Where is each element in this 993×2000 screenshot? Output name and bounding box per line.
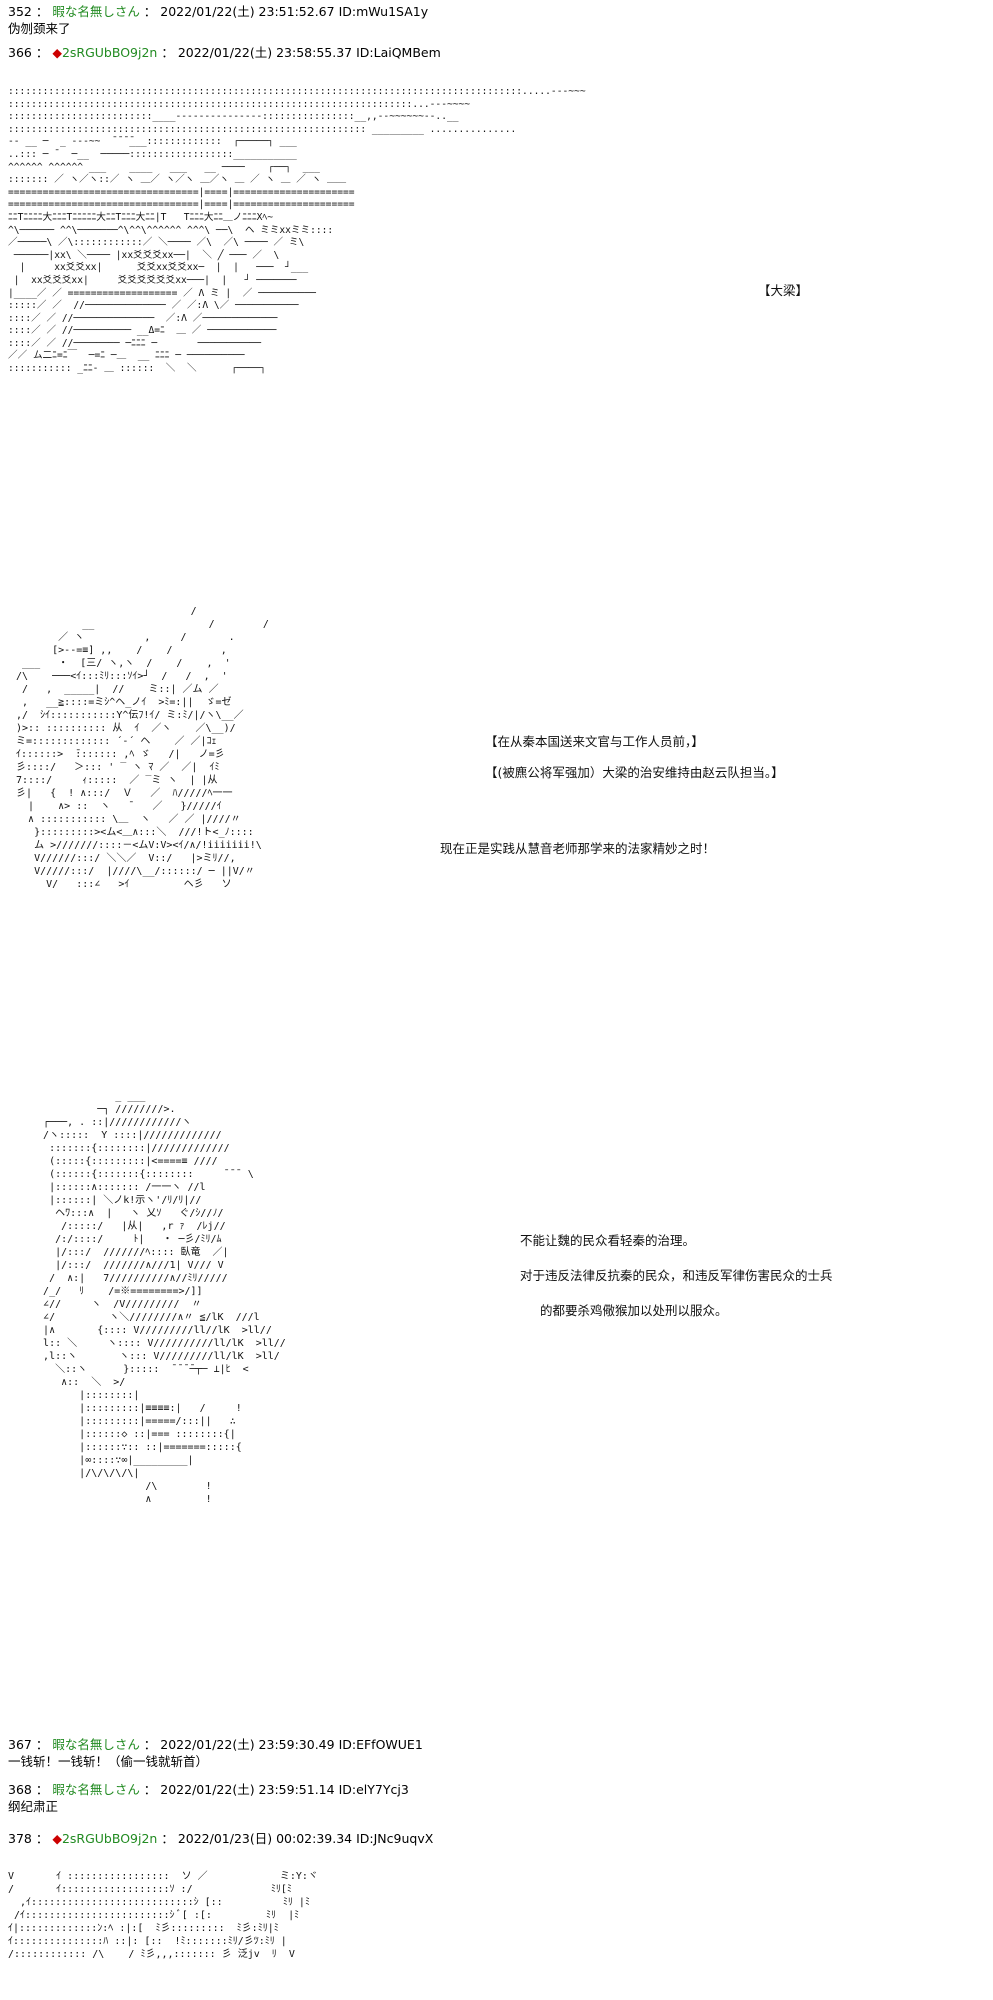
post-366: 366 ： ◆2sRGUbBO9j2n ： 2022/01/22(土) 23:5…	[8, 44, 978, 61]
poster-trip: 2sRGUbBO9j2n	[61, 45, 158, 60]
post-number[interactable]: 378	[8, 1831, 32, 1846]
narration-1-line-3: 现在正是实践从慧音老师那学来的法家精妙之时！	[440, 841, 716, 856]
poster-id[interactable]: ID:elY7Ycj3	[338, 1782, 409, 1797]
trip-diamond-icon: ◆	[52, 1831, 62, 1846]
narration-2-line-2: 对于违反法律反抗秦的民众，和违反军律伤害民众的士兵	[520, 1268, 833, 1283]
post-number[interactable]: 366	[8, 45, 32, 60]
post-date: 2022/01/22(土) 23:59:51.14	[160, 1782, 335, 1797]
post-number[interactable]: 367	[8, 1737, 32, 1752]
post-date: 2022/01/22(土) 23:51:52.67	[160, 4, 335, 19]
post-header: 366 ： ◆2sRGUbBO9j2n ： 2022/01/22(土) 23:5…	[8, 45, 441, 60]
ascii-art-character-3: V ｲ ::::::::::::::::: ソ ／ ミ:Y:ヾ / ｲ:::::…	[8, 1871, 318, 1960]
poster-name: 暇な名無しさん	[52, 1737, 140, 1752]
post-367: 367 ： 暇な名無しさん ： 2022/01/22(土) 23:59:30.4…	[8, 1736, 978, 1770]
post-352: 352 ： 暇な名無しさん ： 2022/01/22(土) 23:51:52.6…	[8, 3, 978, 37]
poster-id[interactable]: ID:mWu1SA1y	[338, 4, 429, 19]
narration-2-line-1: 不能让魏的民众看轻秦的治理。	[520, 1233, 696, 1248]
narration-1-line-2: 【(被麃公将军强加）大梁的治安维持由赵云队担当。】	[485, 765, 784, 780]
narration-1-line-1: 【在从秦本国送来文官与工作人员前，】	[485, 734, 704, 749]
post-368: 368 ： 暇な名無しさん ： 2022/01/22(土) 23:59:51.1…	[8, 1781, 978, 1815]
caption-location: 【大梁】	[758, 283, 809, 298]
poster-id[interactable]: ID:LaiQMBem	[356, 45, 441, 60]
post-date: 2022/01/22(土) 23:59:30.49	[160, 1737, 335, 1752]
post-date: 2022/01/22(土) 23:58:55.37	[177, 45, 353, 60]
post-number[interactable]: 352	[8, 4, 32, 19]
post-header: 352 ： 暇な名無しさん ： 2022/01/22(土) 23:51:52.6…	[8, 4, 429, 19]
poster-trip: 2sRGUbBO9j2n	[61, 1831, 158, 1846]
poster-name: 暇な名無しさん	[52, 4, 140, 19]
post-header: 368 ： 暇な名無しさん ： 2022/01/22(土) 23:59:51.1…	[8, 1782, 409, 1797]
post-header: 378 ： ◆2sRGUbBO9j2n ： 2022/01/23(日) 00:0…	[8, 1831, 434, 1846]
post-body: 伪刎颈来了	[8, 21, 71, 36]
post-date: 2022/01/23(日) 00:02:39.34	[177, 1831, 353, 1846]
ascii-art-character-2: _ ___ ─┐ ////////>. ┌───, . ::|/////////…	[43, 1091, 286, 1505]
post-number[interactable]: 368	[8, 1782, 32, 1797]
ascii-art-city: ::::::::::::::::::::::::::::::::::::::::…	[8, 86, 586, 375]
poster-name: 暇な名無しさん	[52, 1782, 140, 1797]
poster-id[interactable]: ID:EFfOWUE1	[338, 1737, 423, 1752]
post-body: 纲纪肃正	[8, 1799, 59, 1814]
poster-id[interactable]: ID:JNc9uqvX	[356, 1831, 434, 1846]
post-body: 一钱斩！一钱斩！（偷一钱就斩首）	[8, 1754, 209, 1769]
post-header: 367 ： 暇な名無しさん ： 2022/01/22(土) 23:59:30.4…	[8, 1737, 423, 1752]
ascii-art-character-1: / __ / / ／ ヽ , / . [>--=≡] ,, / / , ___ …	[16, 606, 269, 890]
post-378: 378 ： ◆2sRGUbBO9j2n ： 2022/01/23(日) 00:0…	[8, 1830, 978, 1847]
trip-diamond-icon: ◆	[52, 45, 62, 60]
narration-2-line-3: 的都要杀鸡儆猴加以处刑以服众。	[540, 1303, 728, 1318]
